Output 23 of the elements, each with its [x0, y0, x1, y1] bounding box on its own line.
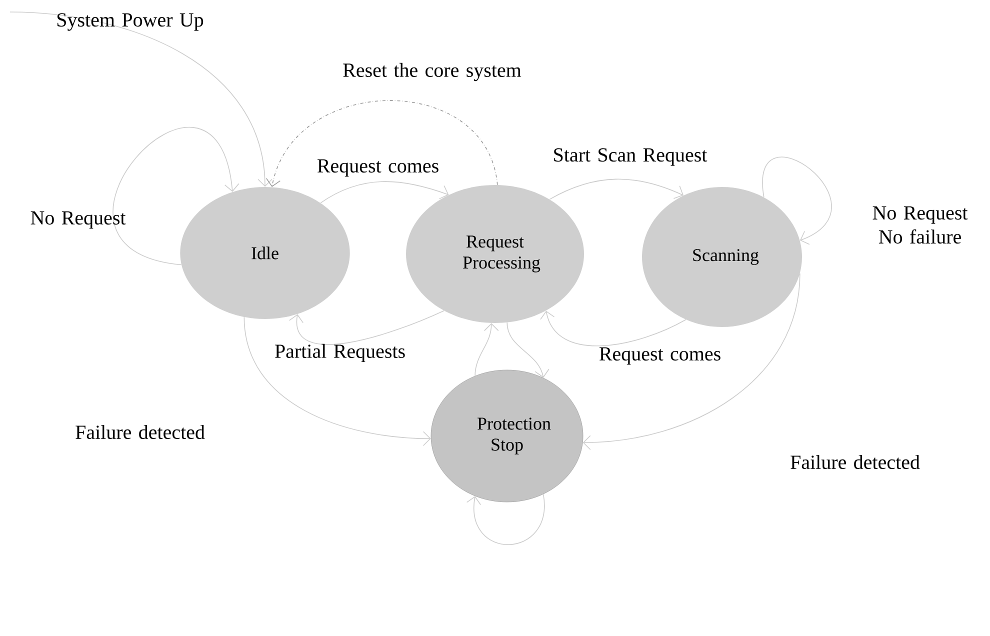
arrow [474, 323, 499, 376]
arrow [320, 181, 449, 204]
edge-label: Partial Requests [275, 344, 405, 362]
arrow [540, 310, 686, 346]
arrow [114, 127, 240, 266]
edge-label: No Request [30, 211, 126, 229]
edge-label: No Request No failure [872, 206, 968, 244]
edge-label: Failure detected [790, 454, 920, 470]
arrow [506, 322, 550, 378]
edge-label: System Power Up [57, 13, 204, 31]
arrow [466, 494, 545, 546]
arrow [762, 157, 832, 245]
arrow [244, 316, 431, 446]
arrow [288, 310, 444, 345]
edge-label: Request comes [600, 347, 720, 365]
edge-label: Failure detected [76, 424, 205, 440]
arrow [10, 12, 272, 187]
edge-label: Request comes [318, 159, 438, 177]
arrow [549, 178, 684, 200]
edge-label: Start Scan Request [554, 148, 708, 166]
edge-label: Reset the core system [343, 62, 522, 82]
arrow [266, 100, 498, 188]
arrow [582, 273, 800, 450]
